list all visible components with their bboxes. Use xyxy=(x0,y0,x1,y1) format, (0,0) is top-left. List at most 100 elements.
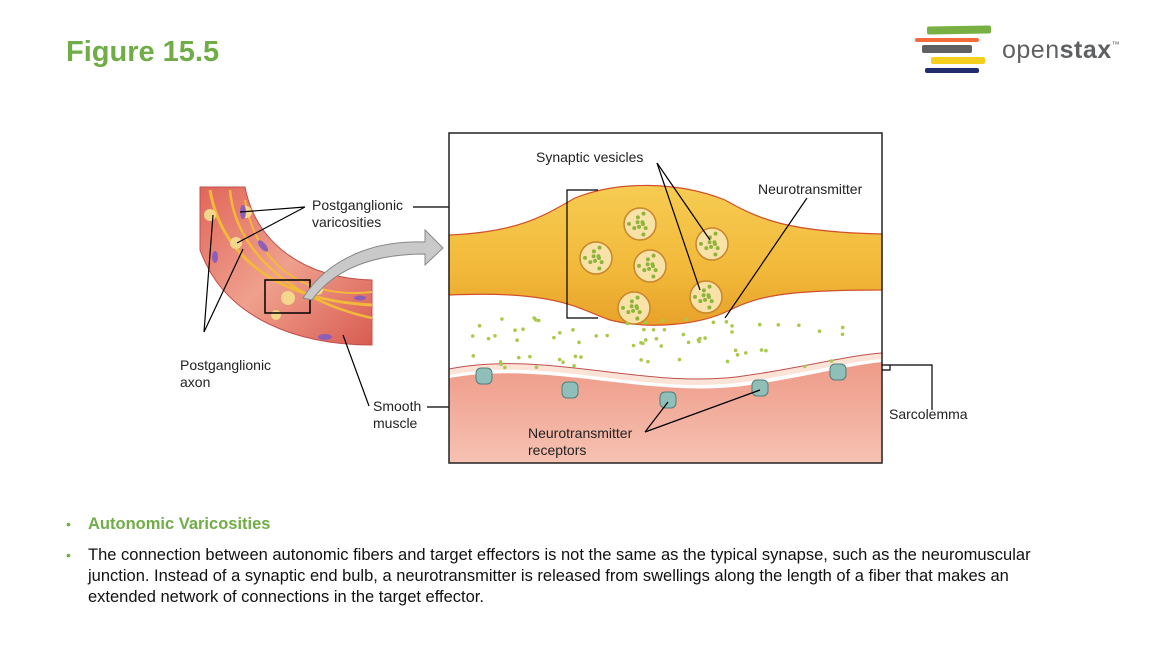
neurotransmitter-molecule xyxy=(757,322,762,327)
neurotransmitter-molecule xyxy=(486,336,491,341)
label-postganglionic-varicosities: Postganglionic xyxy=(312,197,403,213)
neurotransmitter-molecule xyxy=(471,354,476,358)
vesicle-neurotransmitter-dot xyxy=(637,263,642,268)
neurotransmitter-molecule xyxy=(817,329,822,334)
vesicle-neurotransmitter-dot xyxy=(596,254,601,259)
neurotransmitter-molecule xyxy=(643,320,648,325)
label-neurotransmitter-receptors-line2: receptors xyxy=(528,442,586,458)
vesicle-neurotransmitter-dot xyxy=(707,240,712,245)
neurotransmitter-molecule xyxy=(639,340,643,345)
neurotransmitter-receptor xyxy=(829,363,847,381)
vesicle-neurotransmitter-dot xyxy=(641,232,646,237)
vesicle-neurotransmitter-dot xyxy=(706,293,711,298)
neurotransmitter-molecule xyxy=(730,324,734,328)
neurotransmitter-molecule xyxy=(743,351,748,355)
bullet-icon: • xyxy=(66,516,71,532)
neurotransmitter-molecule xyxy=(631,343,636,348)
neurotransmitter-molecule xyxy=(797,323,801,328)
vesicle-neurotransmitter-dot xyxy=(650,262,655,267)
vesicle-neurotransmitter-dot xyxy=(631,308,636,313)
neurotransmitter-molecule xyxy=(776,323,781,327)
neurotransmitter-molecule xyxy=(662,327,667,332)
neurotransmitter-molecule xyxy=(579,355,583,359)
label-neurotransmitter: Neurotransmitter xyxy=(758,181,863,197)
vesicle-neurotransmitter-dot xyxy=(704,246,709,251)
vesicle-neurotransmitter-dot xyxy=(715,246,720,251)
neurotransmitter-molecule xyxy=(594,334,599,338)
vesicle-neurotransmitter-dot xyxy=(637,224,642,229)
slide-title: Figure 15.5 xyxy=(66,36,220,68)
neurotransmitter-molecule xyxy=(516,355,521,360)
vesicle-neurotransmitter-dot xyxy=(635,295,640,300)
neurotransmitter-molecule xyxy=(660,318,665,323)
vesicle-neurotransmitter-dot xyxy=(599,260,604,265)
vesicle-neurotransmitter-dot xyxy=(634,304,639,309)
vesicle-neurotransmitter-dot xyxy=(593,258,598,263)
label-synaptic-vesicles: Synaptic vesicles xyxy=(536,149,643,165)
neurotransmitter-molecule xyxy=(697,339,701,344)
neurotransmitter-molecule xyxy=(513,328,517,332)
vesicle-neurotransmitter-dot xyxy=(651,274,656,279)
vesicle-neurotransmitter-dot xyxy=(707,305,712,310)
neurotransmitter-molecule xyxy=(532,316,536,320)
vesicle-neurotransmitter-dot xyxy=(637,310,642,315)
vesicle-neurotransmitter-dot xyxy=(712,240,717,245)
neurotransmitter-molecule xyxy=(521,327,525,331)
synaptic-vesicle xyxy=(695,227,729,261)
vesicle-neurotransmitter-dot xyxy=(645,257,650,262)
neurotransmitter-receptor xyxy=(751,379,769,397)
vesicle-neurotransmitter-dot xyxy=(709,299,714,304)
bullet-text: The connection between autonomic fibers … xyxy=(88,546,1031,606)
label-postganglionic-varicosities-line2: varicosities xyxy=(312,214,381,230)
neurotransmitter-molecule xyxy=(764,348,768,353)
vesicle-neurotransmitter-dot xyxy=(693,294,698,299)
neurotransmitter-molecule xyxy=(677,357,682,362)
vesicle-neurotransmitter-dot xyxy=(627,221,632,226)
smooth-muscle-overview xyxy=(199,186,444,346)
vesicle-neurotransmitter-dot xyxy=(629,299,634,304)
neurotransmitter-molecule xyxy=(730,330,734,334)
label-smooth-muscle-line2: muscle xyxy=(373,415,418,431)
vesicle-neurotransmitter-dot xyxy=(583,255,588,260)
vesicle-neurotransmitter-dot xyxy=(643,226,648,231)
vesicle-neurotransmitter-dot xyxy=(698,299,703,304)
neurotransmitter-molecule xyxy=(703,336,707,340)
neurotransmitter-molecule xyxy=(681,332,686,337)
openstax-logo: openstax™ xyxy=(915,24,1130,78)
label-neurotransmitter-receptors: Neurotransmitter xyxy=(528,425,633,441)
neurotransmitter-molecule xyxy=(552,335,556,340)
neurotransmitter-molecule xyxy=(840,332,845,337)
neurotransmitter-molecule xyxy=(500,317,504,321)
synaptic-vesicle xyxy=(633,249,667,283)
neurotransmitter-molecule xyxy=(477,323,482,328)
neurotransmitter-molecule xyxy=(571,328,575,332)
neurotransmitter-molecule xyxy=(499,362,503,367)
bullet-text: Autonomic Varicosities xyxy=(88,515,271,533)
neurotransmitter-molecule xyxy=(515,338,519,343)
neurotransmitter-molecule xyxy=(470,334,475,338)
vesicle-neurotransmitter-dot xyxy=(699,241,704,246)
vesicle-neurotransmitter-dot xyxy=(640,220,645,225)
neurotransmitter-molecule xyxy=(503,365,507,370)
neurotransmitter-molecule xyxy=(605,333,609,338)
vesicle-neurotransmitter-dot xyxy=(632,226,637,231)
vesicle-neurotransmitter-dot xyxy=(713,231,718,236)
neurotransmitter-molecule xyxy=(759,348,764,352)
label-smooth-muscle: Smooth xyxy=(373,398,421,414)
neurotransmitter-molecule xyxy=(711,320,716,325)
vesicle-neurotransmitter-dot xyxy=(621,305,626,310)
vesicle-neurotransmitter-dot xyxy=(645,262,650,267)
synaptic-vesicle xyxy=(617,291,651,325)
logo-wordmark: openstax™ xyxy=(1002,36,1121,64)
neurotransmitter-receptor xyxy=(659,391,677,409)
bullet-list: • Autonomic Varicosities •The connection … xyxy=(66,514,1076,618)
neurotransmitter-molecule xyxy=(536,318,541,323)
neurotransmitter-molecule xyxy=(725,359,730,364)
vesicle-neurotransmitter-dot xyxy=(709,244,714,249)
neurotransmitter-molecule xyxy=(577,340,581,345)
vesicle-neurotransmitter-dot xyxy=(707,284,712,289)
vesicle-neurotransmitter-dot xyxy=(701,293,706,298)
bullet-body: •The connection between autonomic fibers… xyxy=(66,545,1076,608)
neurotransmitter-receptor xyxy=(561,381,579,399)
neurotransmitter-molecule xyxy=(735,353,740,357)
